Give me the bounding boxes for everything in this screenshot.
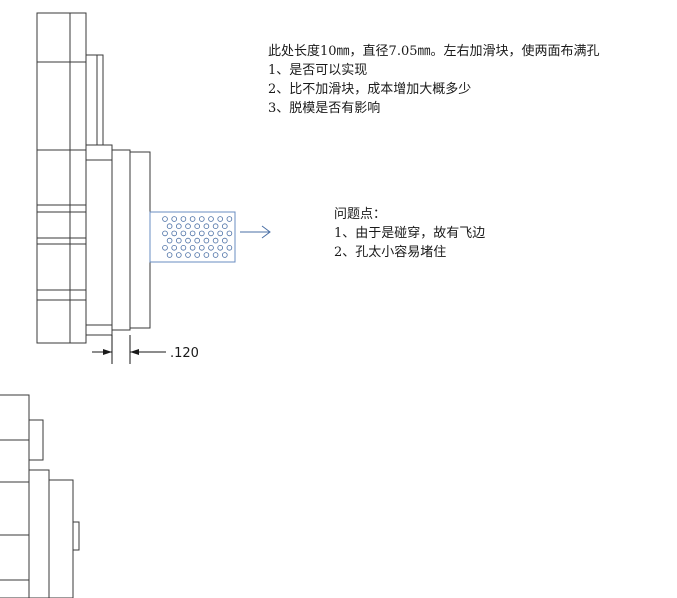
design-note-line-3: 2、比不加滑块，成本增加大概多少 [268, 82, 472, 97]
body-step-3 [129, 151, 151, 329]
hole [185, 237, 191, 244]
hole [208, 216, 214, 222]
hole [189, 216, 196, 222]
issues-item-1: 1、由于是碰穿，故有飞边 [334, 226, 486, 241]
hole [189, 245, 196, 251]
dimension-label: .120 [170, 346, 199, 361]
hole [166, 252, 173, 258]
hole-grid [162, 216, 233, 258]
hole [212, 252, 219, 258]
hole [217, 230, 224, 237]
hole [199, 245, 205, 251]
perforated-pin [149, 211, 236, 263]
hole [212, 223, 219, 230]
design-note-line-2: 1、是否可以实现 [268, 63, 368, 78]
hole [162, 230, 168, 237]
hole [162, 245, 168, 251]
hole [189, 230, 196, 237]
dimension-0120 [92, 335, 166, 364]
design-note-line-4: 3、脱模是否有影响 [268, 101, 381, 116]
body-step-1 [85, 144, 113, 336]
hole [222, 237, 228, 244]
hole [185, 252, 191, 258]
design-note-line-1: 此处长度10㎜，直径7.05㎜。左右加滑块，使两面布满孔 [268, 44, 600, 59]
issues-item-2: 2、孔太小容易堵住 [334, 245, 447, 260]
hole [176, 237, 182, 244]
hole [176, 252, 182, 258]
hole [212, 237, 219, 244]
hole [180, 230, 187, 237]
issues-title: 问题点： [334, 207, 387, 222]
hole [208, 245, 214, 251]
hole [222, 223, 228, 230]
body-step-2 [111, 149, 131, 331]
hole [171, 230, 178, 237]
hole [203, 237, 210, 244]
hole [208, 230, 214, 237]
hole [226, 216, 233, 222]
lower-part-outline [0, 394, 80, 598]
hole [194, 237, 201, 244]
hole [217, 245, 224, 251]
upper-part-outline [36, 12, 151, 344]
hole [185, 223, 191, 230]
hole [217, 216, 224, 222]
hole [171, 245, 178, 251]
hole [166, 223, 173, 230]
hole [226, 230, 233, 237]
hole [166, 237, 173, 244]
hole [199, 230, 205, 237]
issues-note: 问题点： 1、由于是碰穿，故有飞边 2、孔太小容易堵住 [334, 205, 485, 262]
hole [194, 252, 201, 258]
hole [203, 223, 210, 230]
hole [180, 216, 187, 222]
hole [194, 223, 201, 230]
hole [199, 216, 205, 222]
hole [226, 245, 233, 251]
hole [162, 216, 168, 222]
design-note: 此处长度10㎜，直径7.05㎜。左右加滑块，使两面布满孔 1、是否可以实现 2、… [268, 42, 600, 118]
hole [180, 245, 187, 251]
hole [176, 223, 182, 230]
arrow-to-notes [240, 225, 271, 239]
upper-boss [85, 54, 104, 146]
hole [171, 216, 178, 222]
hole [222, 252, 228, 258]
hole [203, 252, 210, 258]
